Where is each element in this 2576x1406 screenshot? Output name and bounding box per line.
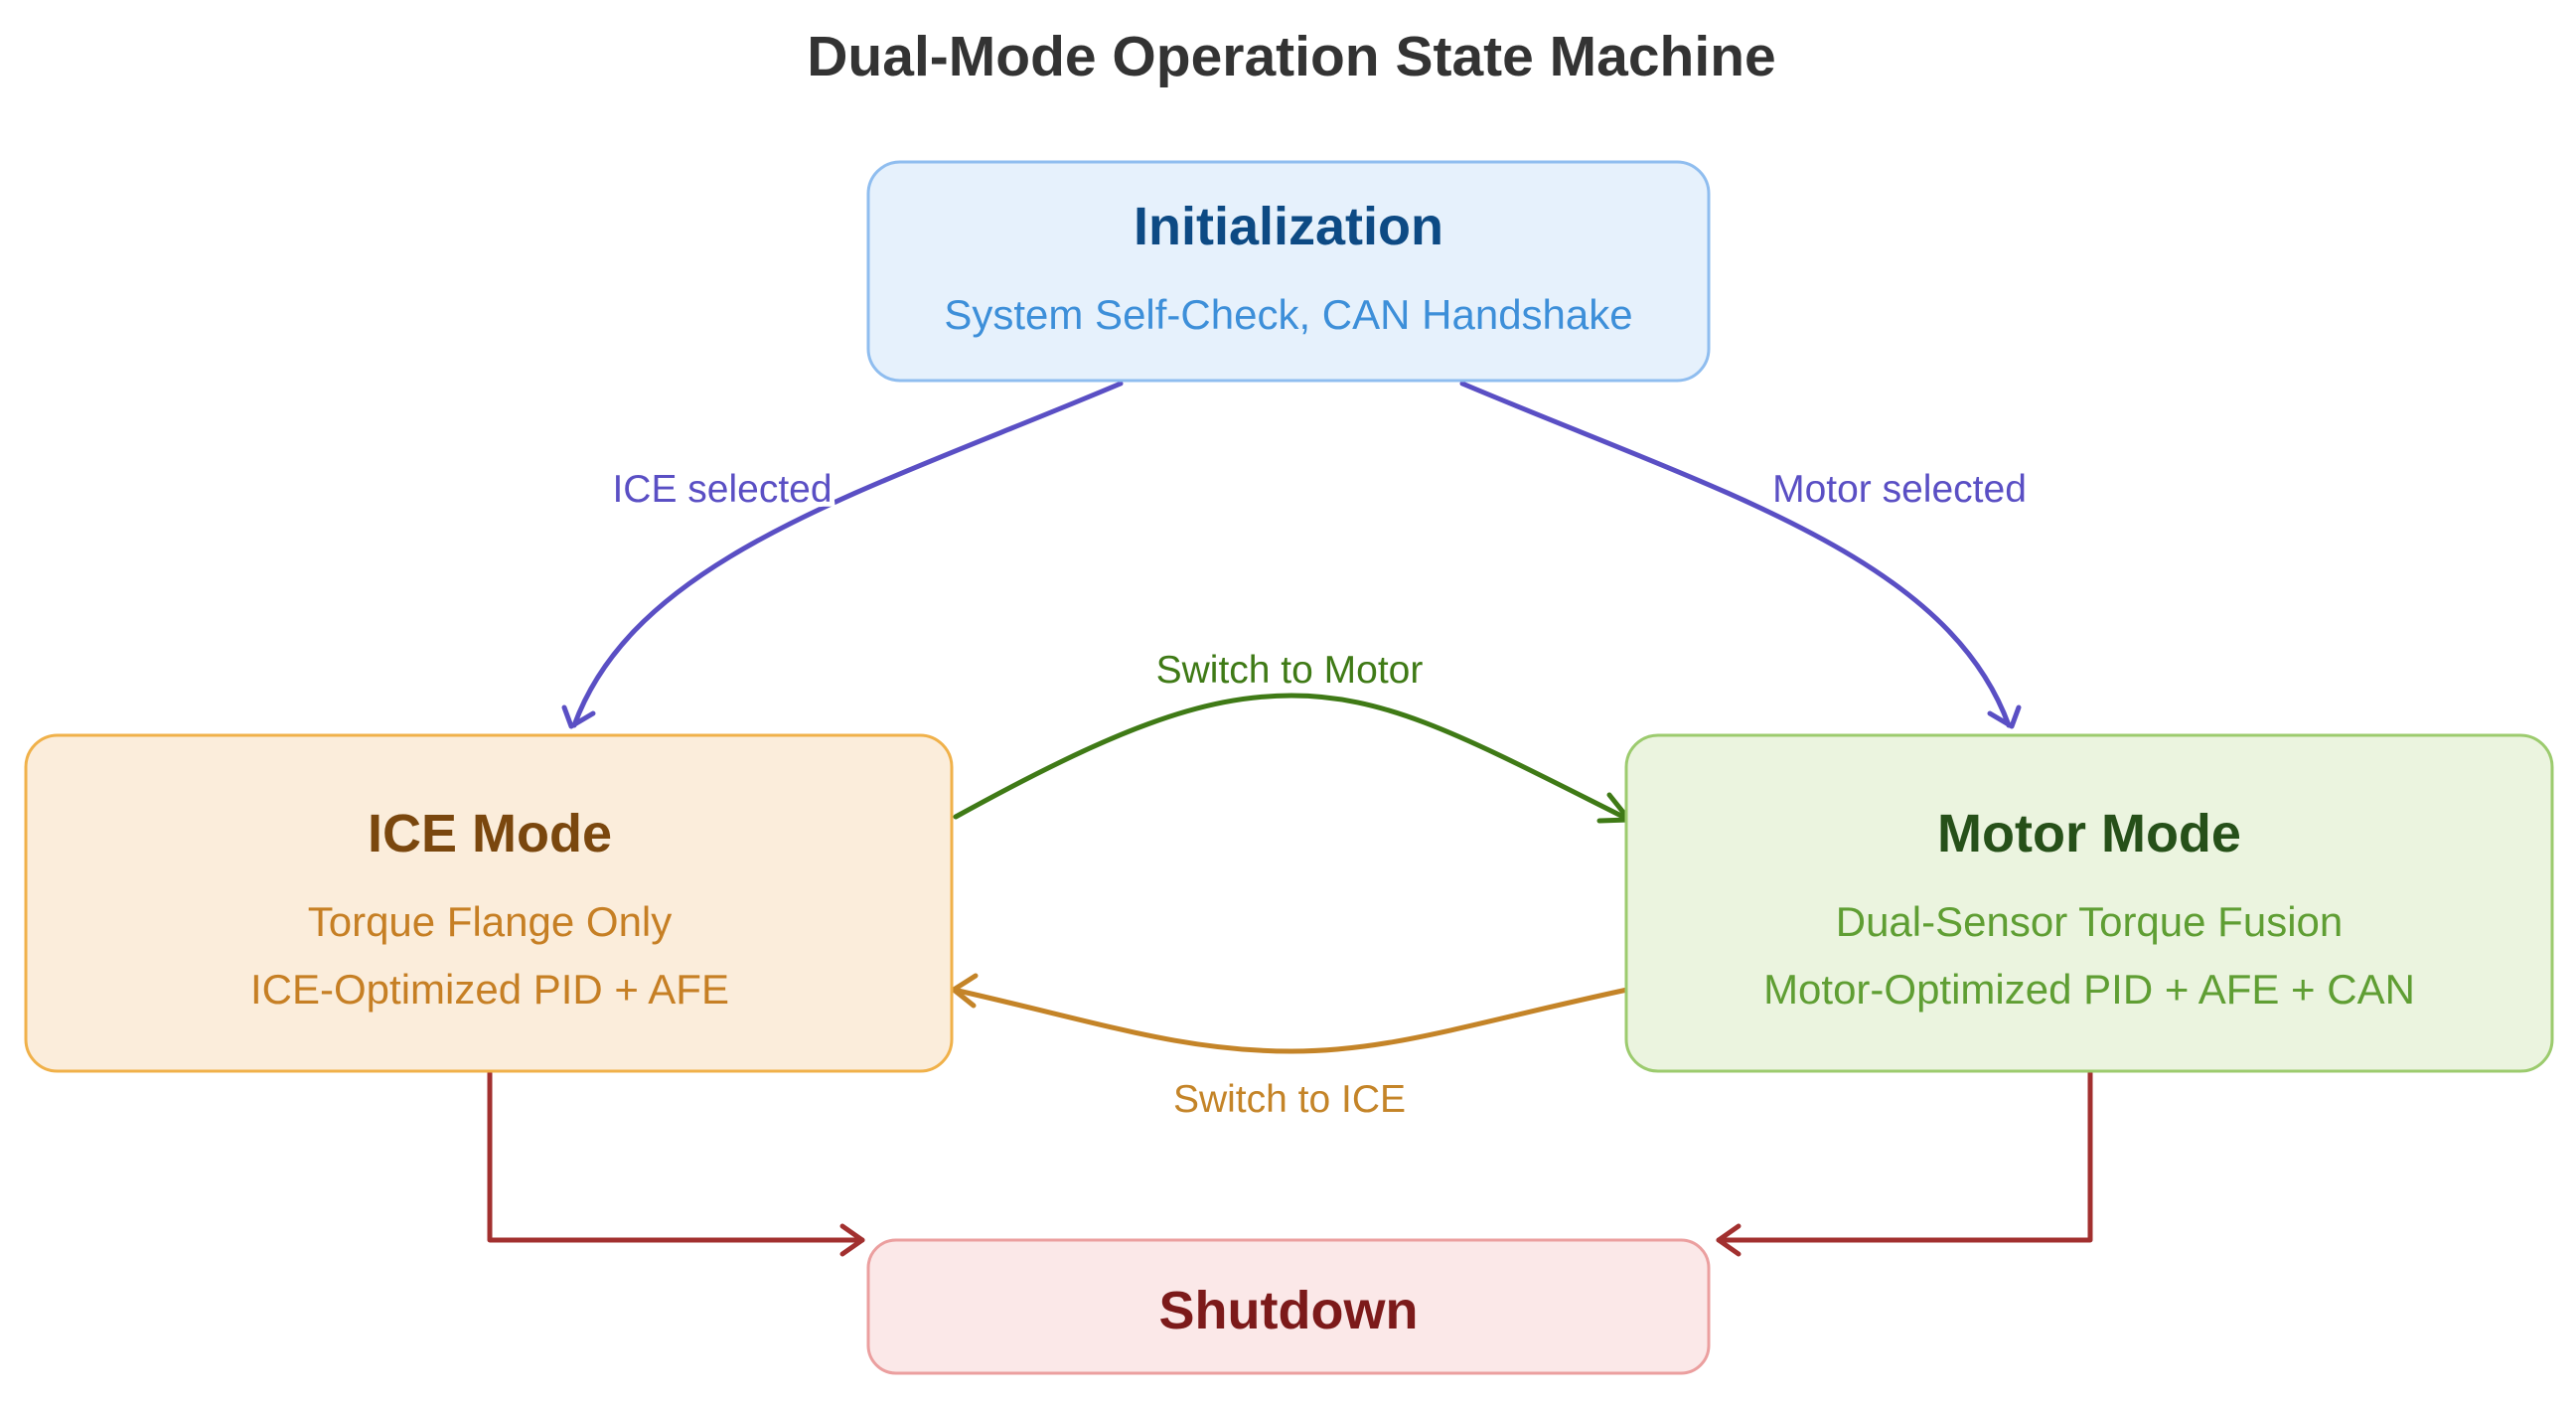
transition-ice-to-shutdown bbox=[487, 1070, 865, 1257]
state-initialization: Initialization System Self-Check, CAN Ha… bbox=[866, 160, 1711, 383]
motor-mode-title: Motor Mode bbox=[1937, 804, 2241, 863]
initialization-box bbox=[866, 160, 1711, 383]
state-shutdown: Shutdown bbox=[866, 1238, 1711, 1375]
motor-mode-desc-1: Dual-Sensor Torque Fusion bbox=[1836, 898, 2344, 945]
switch-to-ice-label: Switch to ICE bbox=[1173, 1078, 1406, 1121]
ice-mode-box bbox=[24, 733, 954, 1073]
diagram-title: Dual-Mode Operation State Machine bbox=[807, 25, 1775, 88]
ice-selected-arrowhead bbox=[561, 704, 596, 729]
ice-to-shutdown-arrowhead bbox=[839, 1223, 865, 1257]
transition-ice-selected bbox=[561, 381, 1124, 729]
ice-mode-desc-2: ICE-Optimized PID + AFE bbox=[250, 966, 729, 1013]
ice-selected-label: ICE selected bbox=[612, 468, 832, 511]
motor-mode-desc-2: Motor-Optimized PID + AFE + CAN bbox=[1763, 966, 2415, 1013]
switch-to-motor-label: Switch to Motor bbox=[1156, 649, 1424, 692]
transition-motor-selected bbox=[1459, 381, 2022, 729]
ice-mode-title: ICE Mode bbox=[368, 804, 612, 863]
ice-mode-desc-1: Torque Flange Only bbox=[308, 898, 673, 945]
motor-mode-box bbox=[1624, 733, 2554, 1073]
motor-selected-label: Motor selected bbox=[1772, 468, 2027, 511]
initialization-desc-1: System Self-Check, CAN Handshake bbox=[944, 291, 1632, 338]
motor-to-shutdown-arrowhead bbox=[1716, 1223, 1742, 1257]
switch-to-ice-arrowhead bbox=[951, 973, 979, 1009]
shutdown-box bbox=[866, 1238, 1711, 1375]
transition-switch-to-motor bbox=[953, 693, 1632, 824]
initialization-title: Initialization bbox=[1134, 197, 1443, 256]
transition-switch-to-ice bbox=[951, 973, 1630, 1054]
shutdown-title: Shutdown bbox=[1159, 1281, 1419, 1340]
state-motor-mode: Motor Mode Dual-Sensor Torque Fusion Mot… bbox=[1624, 733, 2554, 1073]
state-ice-mode: ICE Mode Torque Flange Only ICE-Optimize… bbox=[24, 733, 954, 1073]
motor-selected-arrowhead bbox=[1987, 704, 2022, 729]
transition-motor-to-shutdown bbox=[1716, 1070, 2093, 1257]
